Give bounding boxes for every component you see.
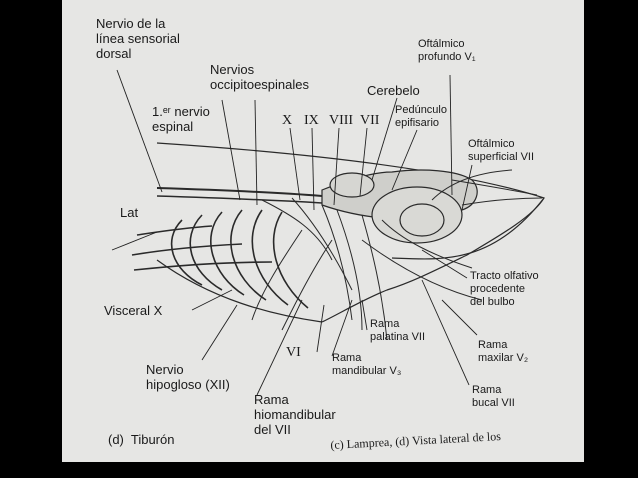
- label-maxillary: Rama maxilar V₂: [478, 339, 529, 364]
- scanned-page: Nervio de la línea sensorial dorsal Nerv…: [62, 0, 584, 462]
- leader-lines: [111, 69, 478, 396]
- spinal-cord: [156, 187, 323, 197]
- lower-jaw-outline: [156, 259, 323, 323]
- label-vi: VI: [286, 345, 301, 360]
- label-lat: Lat: [120, 205, 139, 220]
- label-vii: VII: [360, 113, 380, 128]
- label-buccal: Rama bucal VII: [472, 384, 515, 409]
- label-x: X: [282, 113, 293, 128]
- label-palatine: Rama palatina VII: [370, 318, 426, 343]
- label-peduncle: Pedúnculo epifisario: [395, 104, 447, 129]
- label-mandibular: Rama mandibular V₃: [332, 352, 402, 377]
- label-ix: IX: [304, 113, 319, 128]
- gill-arches: [131, 209, 309, 309]
- cerebellum: [329, 172, 375, 198]
- label-lateral-line-dorsal: Nervio de la línea sensorial dorsal: [96, 16, 180, 61]
- shark-nerve-diagram: [111, 69, 545, 396]
- eye-bulb: [371, 186, 463, 244]
- label-olfactory-tract: Tracto olfativo procedente del bulbo: [470, 270, 539, 308]
- figure-label: (d) Tiburón: [108, 432, 175, 447]
- label-hypoglossal: Nervio hipogloso (XII): [146, 362, 230, 392]
- head-outline: [156, 142, 545, 323]
- label-occipitospinal: Nervios occipitoespinales: [210, 62, 310, 92]
- label-ophthalmic-superficial: Oftálmico superficial VII: [468, 138, 535, 163]
- label-ophthalmic-profundus: Oftálmico profundo V₁: [418, 38, 476, 63]
- label-hyomandibular: Rama hiomandibular del VII: [254, 392, 336, 437]
- nerve-branches: [251, 169, 543, 341]
- label-cerebelo: Cerebelo: [367, 83, 420, 98]
- label-visceral-x: Visceral X: [104, 303, 163, 318]
- label-viii: VIII: [329, 113, 354, 128]
- eye-inner: [399, 203, 445, 237]
- label-first-spinal: 1.ᵉʳ nervio espinal: [152, 104, 210, 134]
- olfactory-capsule: [391, 197, 545, 260]
